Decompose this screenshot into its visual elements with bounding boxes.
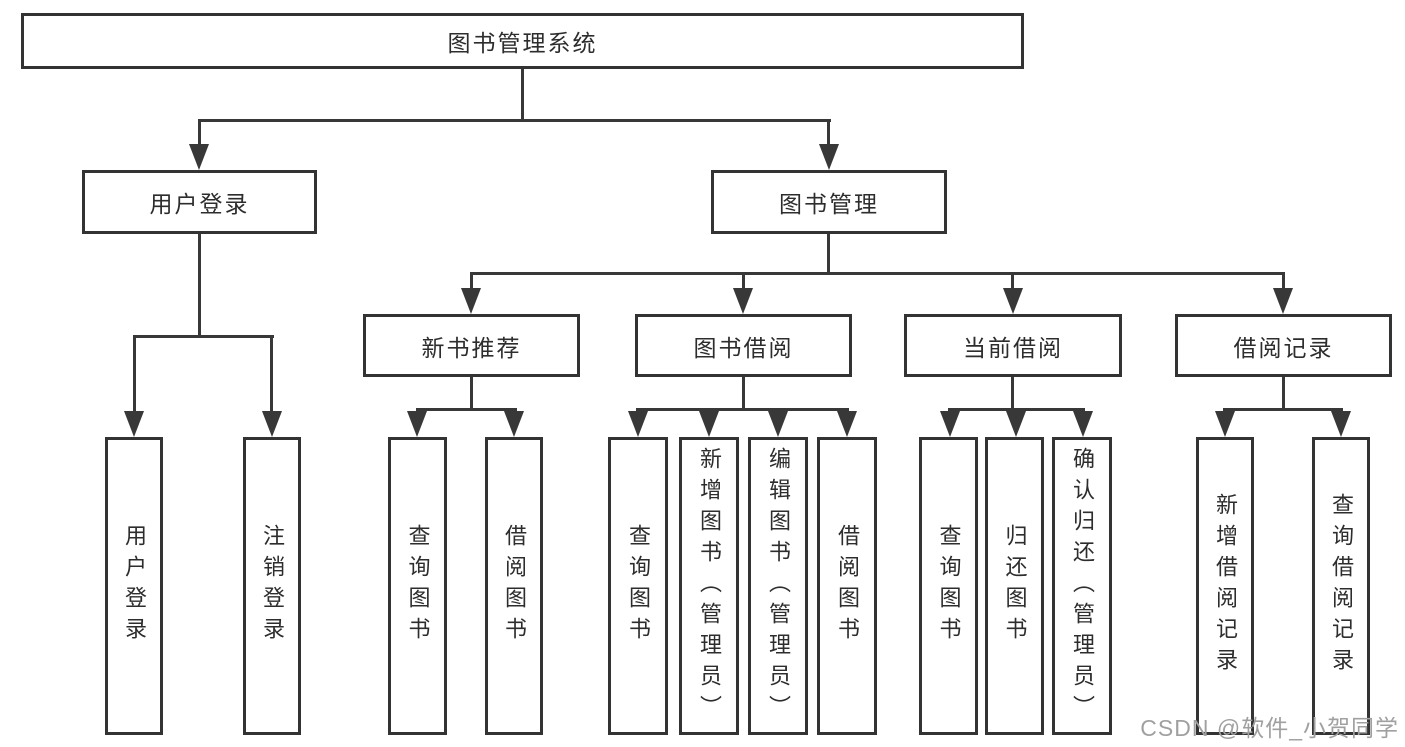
- arrowhead: [819, 144, 839, 170]
- leaf-add-borrow-record: 新增借阅记录: [1196, 437, 1254, 735]
- connector-arrow-stem: [470, 272, 473, 289]
- node-new-book-recommend: 新书推荐: [363, 314, 580, 377]
- arrowhead: [1006, 411, 1026, 437]
- connector-arrow-stem: [133, 335, 136, 413]
- connector-book-borrow-branch: [636, 408, 849, 411]
- connector-current-borrow-stem: [1011, 377, 1014, 409]
- leaf-edit-book-admin: 编辑图书（管理员）: [748, 437, 808, 735]
- connector-root-branch: [198, 119, 831, 122]
- node-label: 查询图书: [936, 524, 962, 648]
- node-label: 新增图书（管理员）: [697, 446, 722, 726]
- arrowhead: [1215, 411, 1235, 437]
- arrowhead: [699, 411, 719, 437]
- arrowhead: [837, 411, 857, 437]
- node-label: 新增借阅记录: [1213, 493, 1238, 679]
- node-label: 查询图书: [626, 524, 651, 648]
- arrowhead: [504, 411, 524, 437]
- node-borrow-records: 借阅记录: [1175, 314, 1392, 377]
- connector-arrow-stem: [270, 335, 273, 413]
- node-label: 用户登录: [149, 191, 250, 217]
- leaf-borrow-books-newbooks: 借阅图书: [485, 437, 543, 735]
- node-user-login: 用户登录: [82, 170, 317, 234]
- leaf-borrow-books: 借阅图书: [817, 437, 877, 735]
- node-label: 图书管理: [779, 191, 879, 217]
- arrowhead: [768, 411, 788, 437]
- leaf-query-books-current: 查询图书: [919, 437, 978, 735]
- connector-book-mgmt-branch: [470, 272, 1285, 275]
- connector-book-borrow-stem: [742, 377, 745, 409]
- connector-user-login-stem: [198, 234, 201, 335]
- arrowhead: [1331, 411, 1351, 437]
- leaf-return-books: 归还图书: [985, 437, 1044, 735]
- leaf-confirm-return-admin: 确认归还（管理员）: [1052, 437, 1112, 735]
- node-label: 借阅图书: [835, 524, 860, 648]
- leaf-user-login: 用户登录: [105, 437, 163, 735]
- arrowhead: [189, 144, 209, 170]
- connector-arrow-stem: [1282, 272, 1285, 289]
- csdn-watermark: CSDN @软件_小贺同学: [1140, 715, 1399, 741]
- arrowhead: [628, 411, 648, 437]
- node-label: 用户登录: [122, 524, 147, 648]
- connector-new-books-stem: [470, 377, 473, 409]
- connector-arrow-stem: [1011, 272, 1014, 289]
- connector-user-login-branch: [133, 335, 274, 338]
- node-label: 新书推荐: [421, 334, 522, 361]
- arrowhead: [461, 288, 481, 314]
- connector-borrow-records-branch: [1223, 408, 1343, 411]
- leaf-query-books-newbooks: 查询图书: [388, 437, 447, 735]
- arrowhead: [733, 288, 753, 314]
- leaf-query-books-borrow: 查询图书: [608, 437, 668, 735]
- node-label: 归还图书: [1002, 524, 1028, 648]
- connector-book-mgmt-stem: [827, 234, 830, 272]
- node-label: 借阅图书: [502, 524, 527, 648]
- connector-arrow-stem: [827, 119, 830, 146]
- node-label: 确认归还（管理员）: [1070, 446, 1095, 726]
- leaf-logout: 注销登录: [243, 437, 301, 735]
- node-label: 当前借阅: [963, 334, 1063, 361]
- node-library-management-system: 图书管理系统: [21, 13, 1024, 69]
- connector-root-stem: [521, 69, 524, 119]
- arrowhead: [1273, 288, 1293, 314]
- node-label: 查询借阅记录: [1329, 493, 1354, 679]
- leaf-add-book-admin: 新增图书（管理员）: [679, 437, 739, 735]
- connector-borrow-records-stem: [1282, 377, 1285, 409]
- node-label: 编辑图书（管理员）: [766, 446, 791, 726]
- node-label: 图书借阅: [693, 334, 794, 361]
- node-label: 借阅记录: [1233, 334, 1334, 361]
- connector-arrow-stem: [742, 272, 745, 289]
- node-current-borrow: 当前借阅: [904, 314, 1122, 377]
- node-label: 图书管理系统: [447, 30, 598, 56]
- connector-new-books-branch: [416, 408, 517, 411]
- node-label: 注销登录: [260, 524, 285, 648]
- arrowhead: [1073, 411, 1093, 437]
- arrowhead: [262, 411, 282, 437]
- leaf-query-borrow-record: 查询借阅记录: [1312, 437, 1370, 735]
- arrowhead: [124, 411, 144, 437]
- node-book-management: 图书管理: [711, 170, 947, 234]
- arrowhead: [1003, 288, 1023, 314]
- arrowhead: [940, 411, 960, 437]
- connector-arrow-stem: [198, 119, 201, 146]
- node-label: 查询图书: [405, 524, 431, 648]
- arrowhead: [407, 411, 427, 437]
- node-book-borrow: 图书借阅: [635, 314, 852, 377]
